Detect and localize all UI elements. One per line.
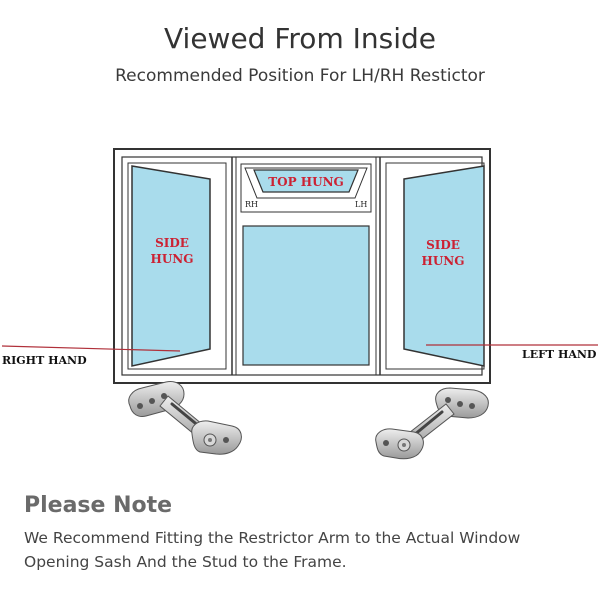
left-sash-label-line1: SIDE	[155, 236, 189, 250]
right-side-hung-sash: SIDE HUNG	[385, 162, 485, 370]
right-sash-label-line1: SIDE	[426, 238, 460, 252]
note-title: Please Note	[24, 493, 173, 518]
right-sash-glass	[403, 165, 485, 367]
page-subtitle: Recommended Position For LH/RH Restictor	[115, 66, 485, 86]
left-sash-glass	[131, 165, 211, 367]
left-side-hung-sash: SIDE HUNG	[127, 162, 227, 370]
top-hung-label: TOP HUNG	[268, 175, 344, 189]
top-hung-glass	[253, 169, 359, 193]
top-hung-sash: TOP HUNG RH LH	[240, 163, 372, 213]
restrictor-left	[128, 381, 242, 455]
right-hand-pointer	[1, 345, 181, 352]
note-body: We Recommend Fitting the Restrictor Arm …	[24, 529, 521, 571]
restrictor-right	[375, 387, 489, 460]
fixed-pane-glass	[242, 225, 370, 366]
left-sash-label-line2: HUNG	[150, 252, 193, 266]
right-hand-label: RIGHT HAND	[2, 354, 87, 367]
page-title: Viewed From Inside	[164, 22, 436, 55]
right-sash-label-line2: HUNG	[421, 254, 464, 268]
rh-label: RH	[245, 200, 258, 209]
left-hand-label: LEFT HAND	[522, 348, 597, 361]
lh-label: LH	[355, 200, 367, 209]
